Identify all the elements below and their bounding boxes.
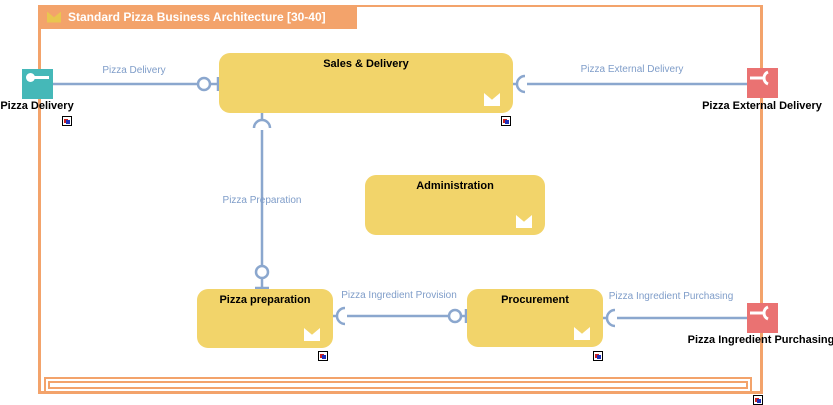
business-function-icon — [304, 328, 320, 341]
business-function-icon — [574, 327, 590, 340]
flow-label-pizza-preparation[interactable]: Pizza Preparation — [222, 195, 302, 206]
function-label: Pizza preparation — [219, 294, 311, 306]
flow-label-pizza-ingredient-purchasing[interactable]: Pizza Ingredient Purchasing — [608, 291, 734, 302]
interface-pizza-ingredient-purchasing[interactable] — [747, 303, 778, 333]
flow-label-pizza-external-delivery[interactable]: Pizza External Delivery — [580, 64, 684, 75]
diagram-title: Standard Pizza Business Architecture [30… — [68, 10, 326, 24]
provided-interface-icon — [26, 73, 35, 82]
interface-label-pizza-external-delivery: Pizza External Delivery — [702, 100, 822, 112]
business-function-icon — [516, 215, 532, 228]
function-pizza-preparation[interactable]: Pizza preparation — [197, 289, 333, 348]
function-label: Sales & Delivery — [323, 58, 409, 70]
interface-label-pizza-delivery: Pizza Delivery — [0, 100, 74, 112]
interface-pizza-external-delivery[interactable] — [747, 68, 778, 98]
provided-interface-icon — [31, 76, 49, 79]
frame-border-right — [760, 5, 763, 394]
function-administration[interactable]: Administration — [365, 175, 545, 235]
frame-border-left — [38, 5, 41, 394]
required-interface-icon — [750, 305, 769, 321]
assignment-icon[interactable] — [593, 351, 603, 361]
frame-border-top — [356, 5, 763, 7]
interface-pizza-delivery[interactable] — [22, 69, 53, 99]
interface-label-pizza-ingredient-purchasing: Pizza Ingredient Purchasing — [687, 334, 833, 346]
assignment-icon[interactable] — [501, 116, 511, 126]
assignment-icon[interactable] — [318, 351, 328, 361]
flow-label-pizza-ingredient-provision[interactable]: Pizza Ingredient Provision — [341, 290, 457, 301]
function-label: Administration — [416, 180, 494, 192]
flow-label-pizza-delivery[interactable]: Pizza Delivery — [102, 65, 166, 76]
function-procurement[interactable]: Procurement — [467, 289, 603, 347]
business-function-icon — [484, 93, 500, 106]
assignment-icon[interactable] — [753, 395, 763, 405]
function-sales-delivery[interactable]: Sales & Delivery — [219, 53, 513, 113]
required-interface-icon — [750, 70, 769, 86]
diagram-title-bar[interactable]: Standard Pizza Business Architecture [30… — [38, 5, 357, 29]
function-label: Procurement — [501, 294, 569, 306]
frame-bottom-band — [44, 377, 752, 393]
assignment-icon[interactable] — [62, 116, 72, 126]
